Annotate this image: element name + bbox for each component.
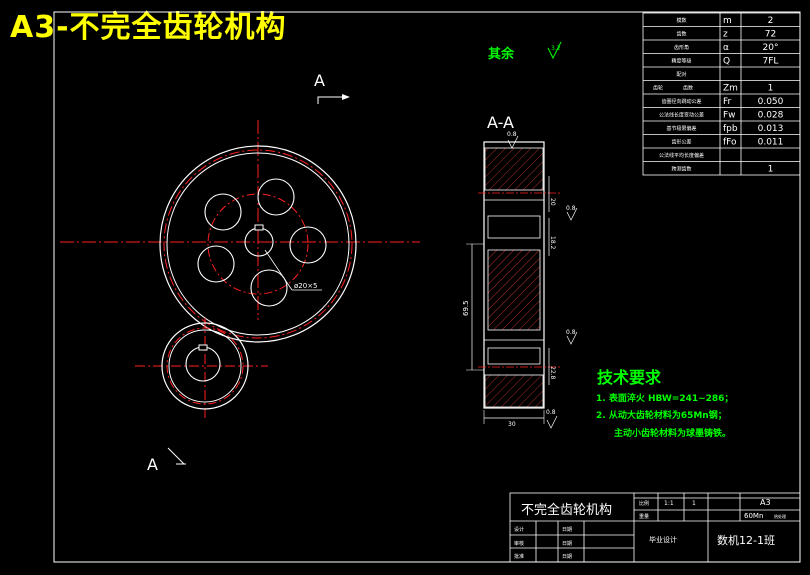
tech-line-3: 主动小齿轮材料为球墨铸铁。 — [614, 427, 731, 439]
date-1: 日期 — [562, 527, 572, 533]
tech-line-2: 2. 从动大齿轮材料为65Mn钢； — [596, 409, 727, 421]
param-label: 齿圈径向跳动公差 — [661, 98, 701, 105]
dim-22: 22.8 — [549, 366, 556, 380]
dim-20: 20 — [549, 198, 556, 206]
surface-finish-value: 3.2 — [551, 45, 561, 52]
param-symbol: m — [723, 16, 732, 26]
param-label: 齿数 — [676, 31, 686, 38]
title-block-text: 不完全齿轮机构 比例 1:1 1 A3 重量 60Mn 热处理 毕业设计 数机1… — [514, 498, 786, 560]
surface-finish-label: 其余 — [488, 46, 515, 62]
param-value: 1 — [768, 165, 774, 175]
param-label: 精度等级 — [671, 58, 691, 65]
param-label: 齿形公差 — [671, 139, 691, 146]
roughness-2: 0.8 — [566, 205, 576, 212]
role-approve: 批准 — [514, 553, 524, 560]
weight-label: 重量 — [639, 513, 649, 520]
material-value: 60Mn — [744, 512, 763, 520]
param-label: 基节极限偏差 — [666, 125, 696, 132]
param-symbol: fFo — [723, 138, 737, 148]
sheet-border — [53, 11, 801, 563]
param-value: 0.050 — [758, 97, 784, 107]
tech-requirements: 技术要求 1. 表面淬火 HBW=241~286； 2. 从动大齿轮材料为65M… — [596, 368, 733, 439]
param-value: 0.028 — [758, 111, 784, 121]
param-symbol: z — [723, 30, 728, 40]
bore-dimension: ø20×5 — [294, 282, 318, 290]
param-value: 72 — [765, 30, 776, 40]
param-value: 7FL — [763, 57, 779, 67]
role-design: 设计 — [514, 526, 524, 533]
param-symbol: fpb — [723, 124, 738, 134]
param-value: 1 — [768, 84, 774, 94]
sheet-size: A3 — [760, 498, 771, 507]
param-value: 2 — [768, 16, 774, 26]
material-note: 热处理 — [774, 513, 786, 519]
title-banner: A3-不完全齿轮机构 — [10, 8, 370, 48]
roughness-1: 0.8 — [507, 131, 517, 138]
tech-title: 技术要求 — [597, 368, 662, 387]
drawing-number: 数机12-1班 — [717, 533, 775, 547]
param-label: 公法线平均长度偏差 — [659, 152, 704, 159]
dim-18: 18.2 — [549, 236, 556, 250]
param-label: 公法线长度变动公差 — [659, 112, 704, 119]
param-symbol: Fw — [723, 111, 736, 121]
param-label: 跨测齿数 — [671, 166, 691, 173]
param-symbol: Q — [723, 57, 730, 67]
scale-value: 1:1 — [664, 500, 674, 507]
view-marker-top: A — [314, 71, 325, 90]
param-label: 配对 — [676, 71, 686, 78]
roughness-3: 0.8 — [566, 329, 576, 336]
project-name: 毕业设计 — [649, 535, 677, 544]
drawing-name: 不完全齿轮机构 — [521, 502, 612, 518]
scale-label: 比例 — [639, 500, 649, 507]
param-symbol: α — [723, 43, 729, 53]
section-view: A-A 20 18.2 69.5 22.8 30 — [462, 113, 578, 429]
param-symbol: Zm — [723, 84, 738, 94]
gear-front-view: ø20×5 A A — [60, 71, 420, 474]
param-symbol: Fr — [723, 97, 732, 107]
tech-line-1: 1. 表面淬火 HBW=241~286； — [596, 392, 733, 404]
param-label-2: 齿数 — [683, 85, 693, 92]
param-label: 模数 — [676, 17, 686, 24]
dim-30: 30 — [508, 421, 516, 428]
dim-69: 69.5 — [462, 300, 470, 316]
param-label: 齿形角 — [674, 44, 689, 51]
view-marker-bottom: A — [147, 455, 158, 474]
date-2: 日期 — [562, 541, 572, 547]
date-3: 日期 — [562, 554, 572, 560]
qty-value: 1 — [692, 500, 696, 507]
roughness-4: 0.8 — [546, 409, 556, 416]
title-block — [509, 492, 801, 563]
param-label: 齿轮 — [653, 85, 663, 92]
role-review: 审核 — [514, 540, 524, 547]
section-label: A-A — [487, 113, 514, 132]
param-value: 20° — [763, 43, 779, 53]
param-value: 0.011 — [758, 138, 784, 148]
param-value: 0.013 — [758, 124, 784, 134]
